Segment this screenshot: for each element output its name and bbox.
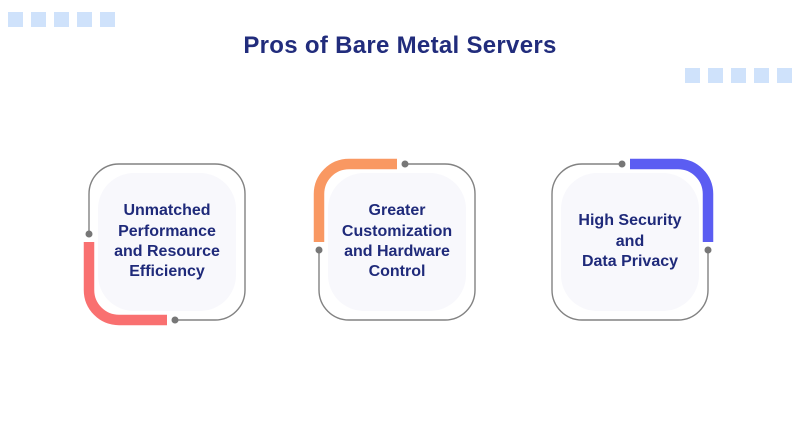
card-frame-customization: [313, 158, 476, 321]
accent-arc-top-right: [630, 158, 714, 242]
accent-arc-top-left: [313, 158, 397, 242]
decor-square: [685, 68, 700, 83]
decor-squares-top-left: [8, 12, 115, 27]
decor-square: [777, 68, 792, 83]
decor-square: [77, 12, 92, 27]
card-outline: [88, 163, 246, 321]
accent-arc-bottom-left: [83, 242, 167, 326]
card-security: High Security and Data Privacy: [546, 158, 714, 326]
card-background: [98, 173, 236, 311]
card-performance: Unmatched Performance and Resource Effic…: [83, 158, 251, 326]
card-background: [328, 173, 466, 311]
decor-square: [54, 12, 69, 27]
card-outline: [551, 163, 709, 321]
outline-end-dot: [704, 246, 712, 254]
decor-square: [31, 12, 46, 27]
decor-squares-right: [685, 68, 792, 83]
outline-end-dot: [85, 230, 93, 238]
outline-end-dot: [315, 246, 323, 254]
page-title: Pros of Bare Metal Servers: [243, 32, 557, 59]
outline-end-dot: [618, 160, 626, 168]
decor-square: [754, 68, 769, 83]
card-frame-performance: [83, 163, 246, 326]
decor-square: [731, 68, 746, 83]
outline-end-dot: [171, 316, 179, 324]
card-frame-security: [551, 158, 714, 321]
card-text-performance: Unmatched Performance and Resource Effic…: [114, 202, 220, 281]
card-background: [561, 173, 699, 311]
card-customization: Greater Customization and Hardware Contr…: [313, 158, 481, 326]
card-text-security: High Security and Data Privacy: [578, 212, 682, 271]
card-outline: [318, 163, 476, 321]
decor-square: [708, 68, 723, 83]
card-text-customization: Greater Customization and Hardware Contr…: [341, 202, 453, 281]
decor-square: [8, 12, 23, 27]
decor-square: [100, 12, 115, 27]
outline-end-dot: [401, 160, 409, 168]
